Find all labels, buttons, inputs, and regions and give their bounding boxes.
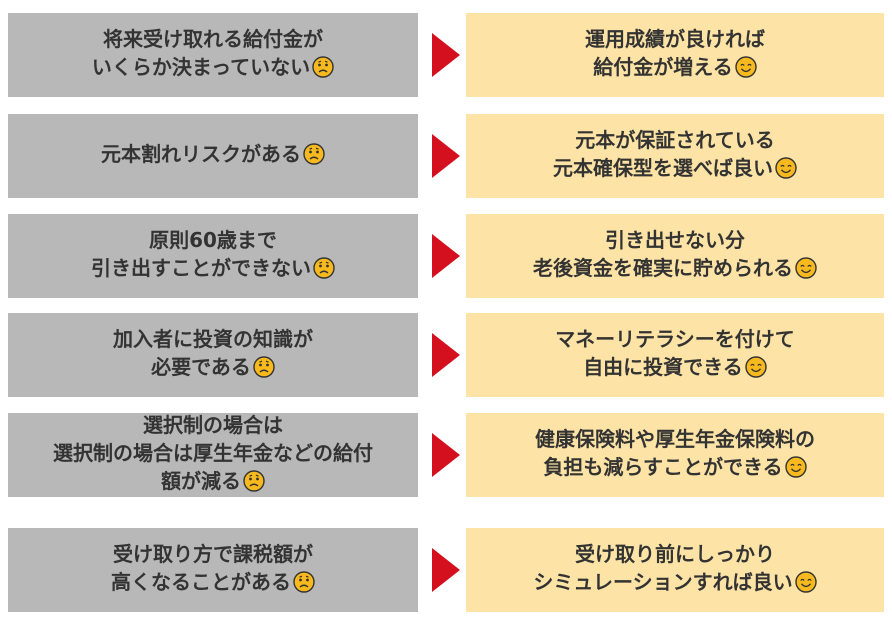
drawback-line: 高くなることがある (111, 570, 291, 594)
solution-text-6: 受け取り前にしっかり シミュレーションすれば良い (533, 540, 817, 600)
drawback-line: 選択制の場合は (143, 413, 283, 437)
drawback-box-4: 加入者に投資の知識が 必要である (8, 313, 418, 397)
worried-face-icon (313, 257, 335, 286)
solution-box-4: マネーリテラシーを付けて 自由に投資できる (466, 313, 884, 397)
smiling-face-icon (735, 56, 757, 85)
drawback-line: いくらか決まっていない (91, 55, 311, 79)
smiling-face-icon (795, 257, 817, 286)
drawback-text-5: 選択制の場合は 選択制の場合は厚生年金などの給付 額が減る (53, 411, 373, 499)
arrow-icon (432, 548, 460, 592)
drawback-box-5: 選択制の場合は 選択制の場合は厚生年金などの給付 額が減る (8, 413, 418, 497)
comparison-row-3: 原則60歳まで 引き出すことができない 引き出せない分 老後資金を確実に貯められ… (0, 214, 892, 298)
drawback-text-2: 元本割れリスクがある (101, 140, 325, 172)
comparison-row-2: 元本割れリスクがある 元本が保証されている 元本確保型を選べば良い (0, 114, 892, 198)
solution-line: 給付金が増える (593, 55, 733, 79)
comparison-row-4: 加入者に投資の知識が 必要である マネーリテラシーを付けて 自由に投資できる (0, 313, 892, 397)
drawback-text-1: 将来受け取れる給付金が いくらか決まっていない (92, 25, 334, 85)
worried-face-icon (293, 571, 315, 600)
arrow-icon (432, 333, 460, 377)
drawback-line: 将来受け取れる給付金が (102, 27, 323, 51)
solution-box-5: 健康保険料や厚生年金保険料の 負担も減らすことができる (466, 413, 884, 497)
solution-line: 自由に投資できる (583, 355, 743, 379)
comparison-row-1: 将来受け取れる給付金が いくらか決まっていない 運用成績が良ければ 給付金が増え… (0, 13, 892, 97)
drawback-box-3: 原則60歳まで 引き出すことができない (8, 214, 418, 298)
worried-face-icon (243, 470, 265, 499)
worried-face-icon (303, 143, 325, 172)
solution-text-3: 引き出せない分 老後資金を確実に貯められる (533, 226, 817, 286)
arrow-icon (432, 433, 460, 477)
drawback-line: 必要である (151, 355, 251, 379)
solution-line: 運用成績が良ければ (585, 27, 765, 51)
solution-line: 元本確保型を選べば良い (553, 156, 773, 180)
drawback-box-2: 元本割れリスクがある (8, 114, 418, 198)
smiling-face-icon (775, 157, 797, 186)
solution-line: シミュレーションすれば良い (533, 570, 793, 594)
drawback-text-6: 受け取り方で課税額が 高くなることがある (111, 540, 315, 600)
solution-line: 健康保険料や厚生年金保険料の (535, 427, 815, 451)
solution-line: 元本が保証されている (575, 128, 775, 152)
drawback-line: 選択制の場合は厚生年金などの給付 (53, 441, 373, 465)
solution-line: 受け取り前にしっかり (574, 542, 775, 566)
solution-line: マネーリテラシーを付けて (555, 327, 795, 351)
drawback-box-1: 将来受け取れる給付金が いくらか決まっていない (8, 13, 418, 97)
drawback-text-4: 加入者に投資の知識が 必要である (113, 325, 313, 385)
drawback-line: 加入者に投資の知識が (113, 327, 313, 351)
drawback-text-3: 原則60歳まで 引き出すことができない (91, 226, 335, 286)
solution-text-4: マネーリテラシーを付けて 自由に投資できる (555, 325, 795, 385)
solution-box-6: 受け取り前にしっかり シミュレーションすれば良い (466, 528, 884, 612)
solution-text-1: 運用成績が良ければ 給付金が増える (585, 25, 765, 85)
worried-face-icon (312, 56, 334, 85)
comparison-row-6: 受け取り方で課税額が 高くなることがある 受け取り前にしっかり シミュレーション… (0, 528, 892, 612)
arrow-icon (432, 33, 460, 77)
solution-box-3: 引き出せない分 老後資金を確実に貯められる (466, 214, 884, 298)
drawback-box-6: 受け取り方で課税額が 高くなることがある (8, 528, 418, 612)
drawback-line: 原則60歳まで (149, 228, 277, 252)
solution-box-2: 元本が保証されている 元本確保型を選べば良い (466, 114, 884, 198)
smiling-face-icon (745, 356, 767, 385)
solution-line: 負担も減らすことができる (543, 455, 783, 479)
solution-text-5: 健康保険料や厚生年金保険料の 負担も減らすことができる (535, 425, 815, 485)
drawback-line: 受け取り方で課税額が (113, 542, 313, 566)
drawback-line: 額が減る (161, 469, 241, 493)
solution-text-2: 元本が保証されている 元本確保型を選べば良い (553, 126, 797, 186)
smiling-face-icon (794, 571, 817, 600)
drawback-line: 引き出すことができない (91, 256, 311, 280)
worried-face-icon (253, 356, 275, 385)
arrow-icon (432, 134, 460, 178)
smiling-face-icon (784, 456, 807, 485)
solution-line: 老後資金を確実に貯められる (533, 256, 793, 280)
solution-line: 引き出せない分 (605, 228, 745, 252)
solution-box-1: 運用成績が良ければ 給付金が増える (466, 13, 884, 97)
arrow-icon (432, 234, 460, 278)
drawback-line: 元本割れリスクがある (101, 142, 301, 166)
comparison-row-5: 選択制の場合は 選択制の場合は厚生年金などの給付 額が減る 健康保険料や厚生年金… (0, 413, 892, 497)
